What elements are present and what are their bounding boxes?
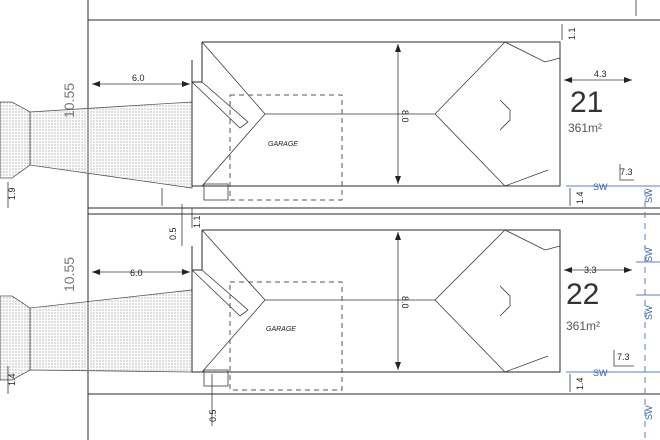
side-gap-top-lot-21: 1.1: [567, 27, 577, 40]
rear-depth-lot-22: 7.3: [617, 352, 630, 362]
lot-22: GARAGE 8.0 6.0 10.55 22 361m² 3.3 7.3 1.…: [0, 229, 634, 426]
sw-label-vertical-4: SW: [644, 405, 654, 420]
lot-gap-markers: 0.5 1.1: [161, 188, 202, 246]
setback-lot-21: 6.0: [132, 73, 145, 83]
frontage-lot-21: 10.55: [61, 83, 77, 118]
gap-below-lot-22: 1.4: [575, 377, 585, 390]
sw-label-upper: SW: [593, 182, 608, 192]
house-lot-22: [191, 229, 561, 387]
setback-lot-22: 6.0: [130, 268, 143, 278]
lot-number-22: 22: [566, 278, 599, 311]
lot-area-21: 361m²: [568, 121, 602, 135]
sw-label-lower: SW: [593, 368, 608, 378]
garage-label-lot-21: GARAGE: [268, 141, 298, 148]
garage-outline-lot-22: [229, 281, 343, 391]
house-depth-lot-22: 8.0: [400, 296, 410, 309]
driveway-lot-21: [0, 101, 193, 189]
rear-width-lot-21: 4.3: [594, 69, 607, 79]
gap-below-lot-21: 1.4: [575, 191, 585, 204]
driveway-lot-22: [0, 289, 193, 381]
left-offset-lot-22: 1.4: [7, 373, 17, 386]
frontage-lot-22: 10.55: [61, 257, 77, 292]
sw-label-vertical-3: SW: [644, 305, 654, 320]
garage-outline-lot-21: [229, 94, 343, 201]
garage-label-lot-22: GARAGE: [266, 326, 296, 333]
sw-label-vertical-2: SW: [644, 247, 654, 262]
lot-area-22: 361m²: [566, 319, 600, 333]
side-gap-bottom-lot-22: 0.5: [208, 409, 218, 422]
house-lot-21: [191, 41, 561, 201]
side-gap-bottom-lot-21: 0.5: [168, 227, 178, 240]
side-gap-top-lot-22: 1.1: [192, 215, 202, 228]
lot-21: GARAGE 8.0 6.0 10.55 21 361m² 4.3 1.1 7.…: [0, 24, 634, 208]
lot-boundaries: [87, 0, 660, 440]
rear-width-lot-22: 3.3: [584, 265, 597, 275]
sw-label-vertical-1: SW: [644, 188, 654, 203]
rear-depth-lot-21: 7.3: [620, 167, 633, 177]
left-offset-lot-21: 1.9: [7, 187, 17, 200]
stormwater-easement: SW SW SW SW SW SW: [566, 182, 660, 440]
house-depth-lot-21: 8.0: [400, 110, 410, 123]
lot-number-21: 21: [570, 86, 603, 119]
